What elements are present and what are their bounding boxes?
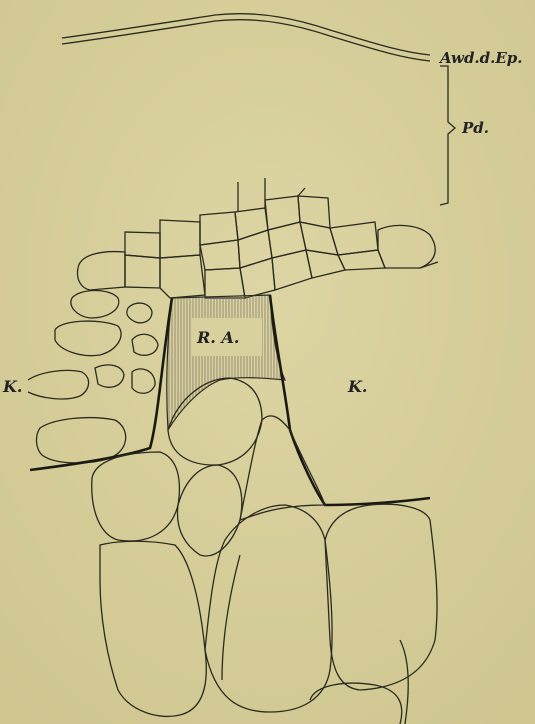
ray-label: R. A. [196,328,239,347]
epidermis-label: Awd.d.Ep. [438,49,523,67]
cortex-label-right: K. [347,377,367,396]
cortex-label-left: K. [2,377,22,396]
periderm-label: Pd. [461,119,489,137]
